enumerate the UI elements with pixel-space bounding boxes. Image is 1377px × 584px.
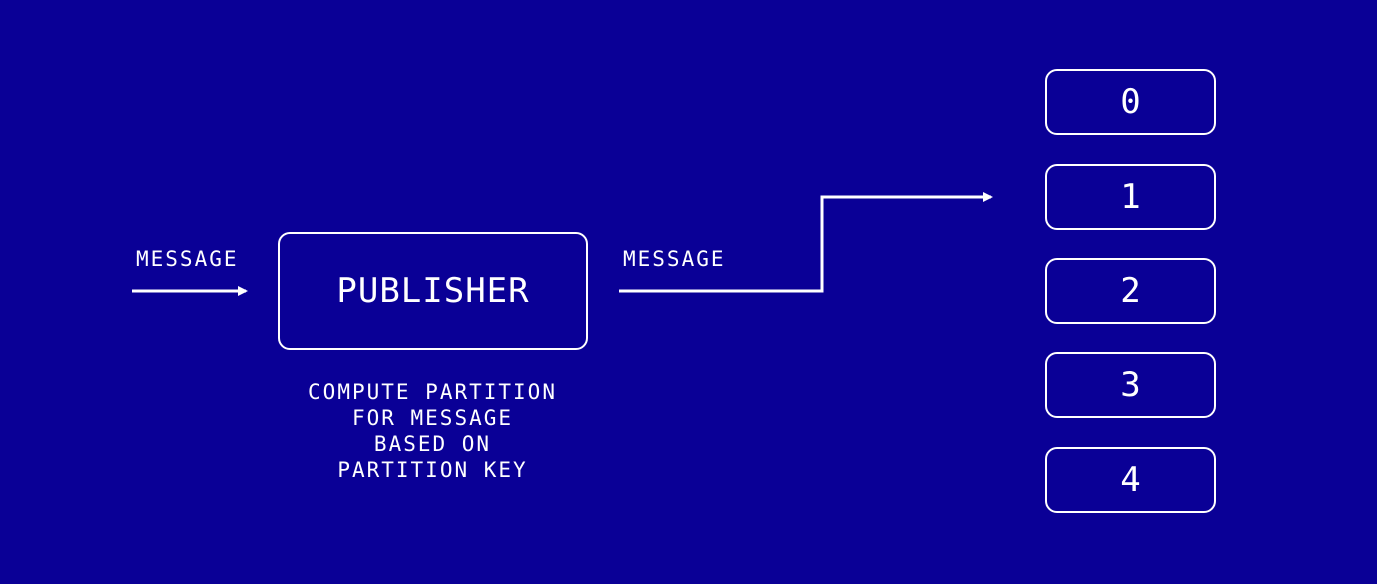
- partition-3-box: 3: [1045, 352, 1216, 418]
- note-line: PARTITION KEY: [337, 458, 528, 482]
- partition-label: 1: [1120, 177, 1141, 217]
- partition-1-box: 1: [1045, 164, 1216, 230]
- output-arrow: [619, 192, 993, 293]
- partition-4-box: 4: [1045, 447, 1216, 513]
- publisher-box: PUBLISHER: [278, 232, 588, 350]
- input-message-label: MESSAGE: [136, 247, 239, 271]
- publisher-note: COMPUTE PARTITION FOR MESSAGE BASED ON P…: [290, 379, 575, 483]
- partition-label: 3: [1120, 365, 1141, 405]
- partition-label: 4: [1120, 460, 1141, 500]
- note-line: COMPUTE PARTITION: [308, 380, 557, 404]
- note-line: FOR MESSAGE: [351, 406, 514, 430]
- partition-2-box: 2: [1045, 258, 1216, 324]
- partition-label: 0: [1120, 82, 1141, 122]
- output-message-label: MESSAGE: [623, 247, 726, 271]
- note-line: BASED ON: [373, 432, 492, 456]
- partition-label: 2: [1120, 271, 1141, 311]
- publisher-label: PUBLISHER: [336, 271, 530, 311]
- partition-0-box: 0: [1045, 69, 1216, 135]
